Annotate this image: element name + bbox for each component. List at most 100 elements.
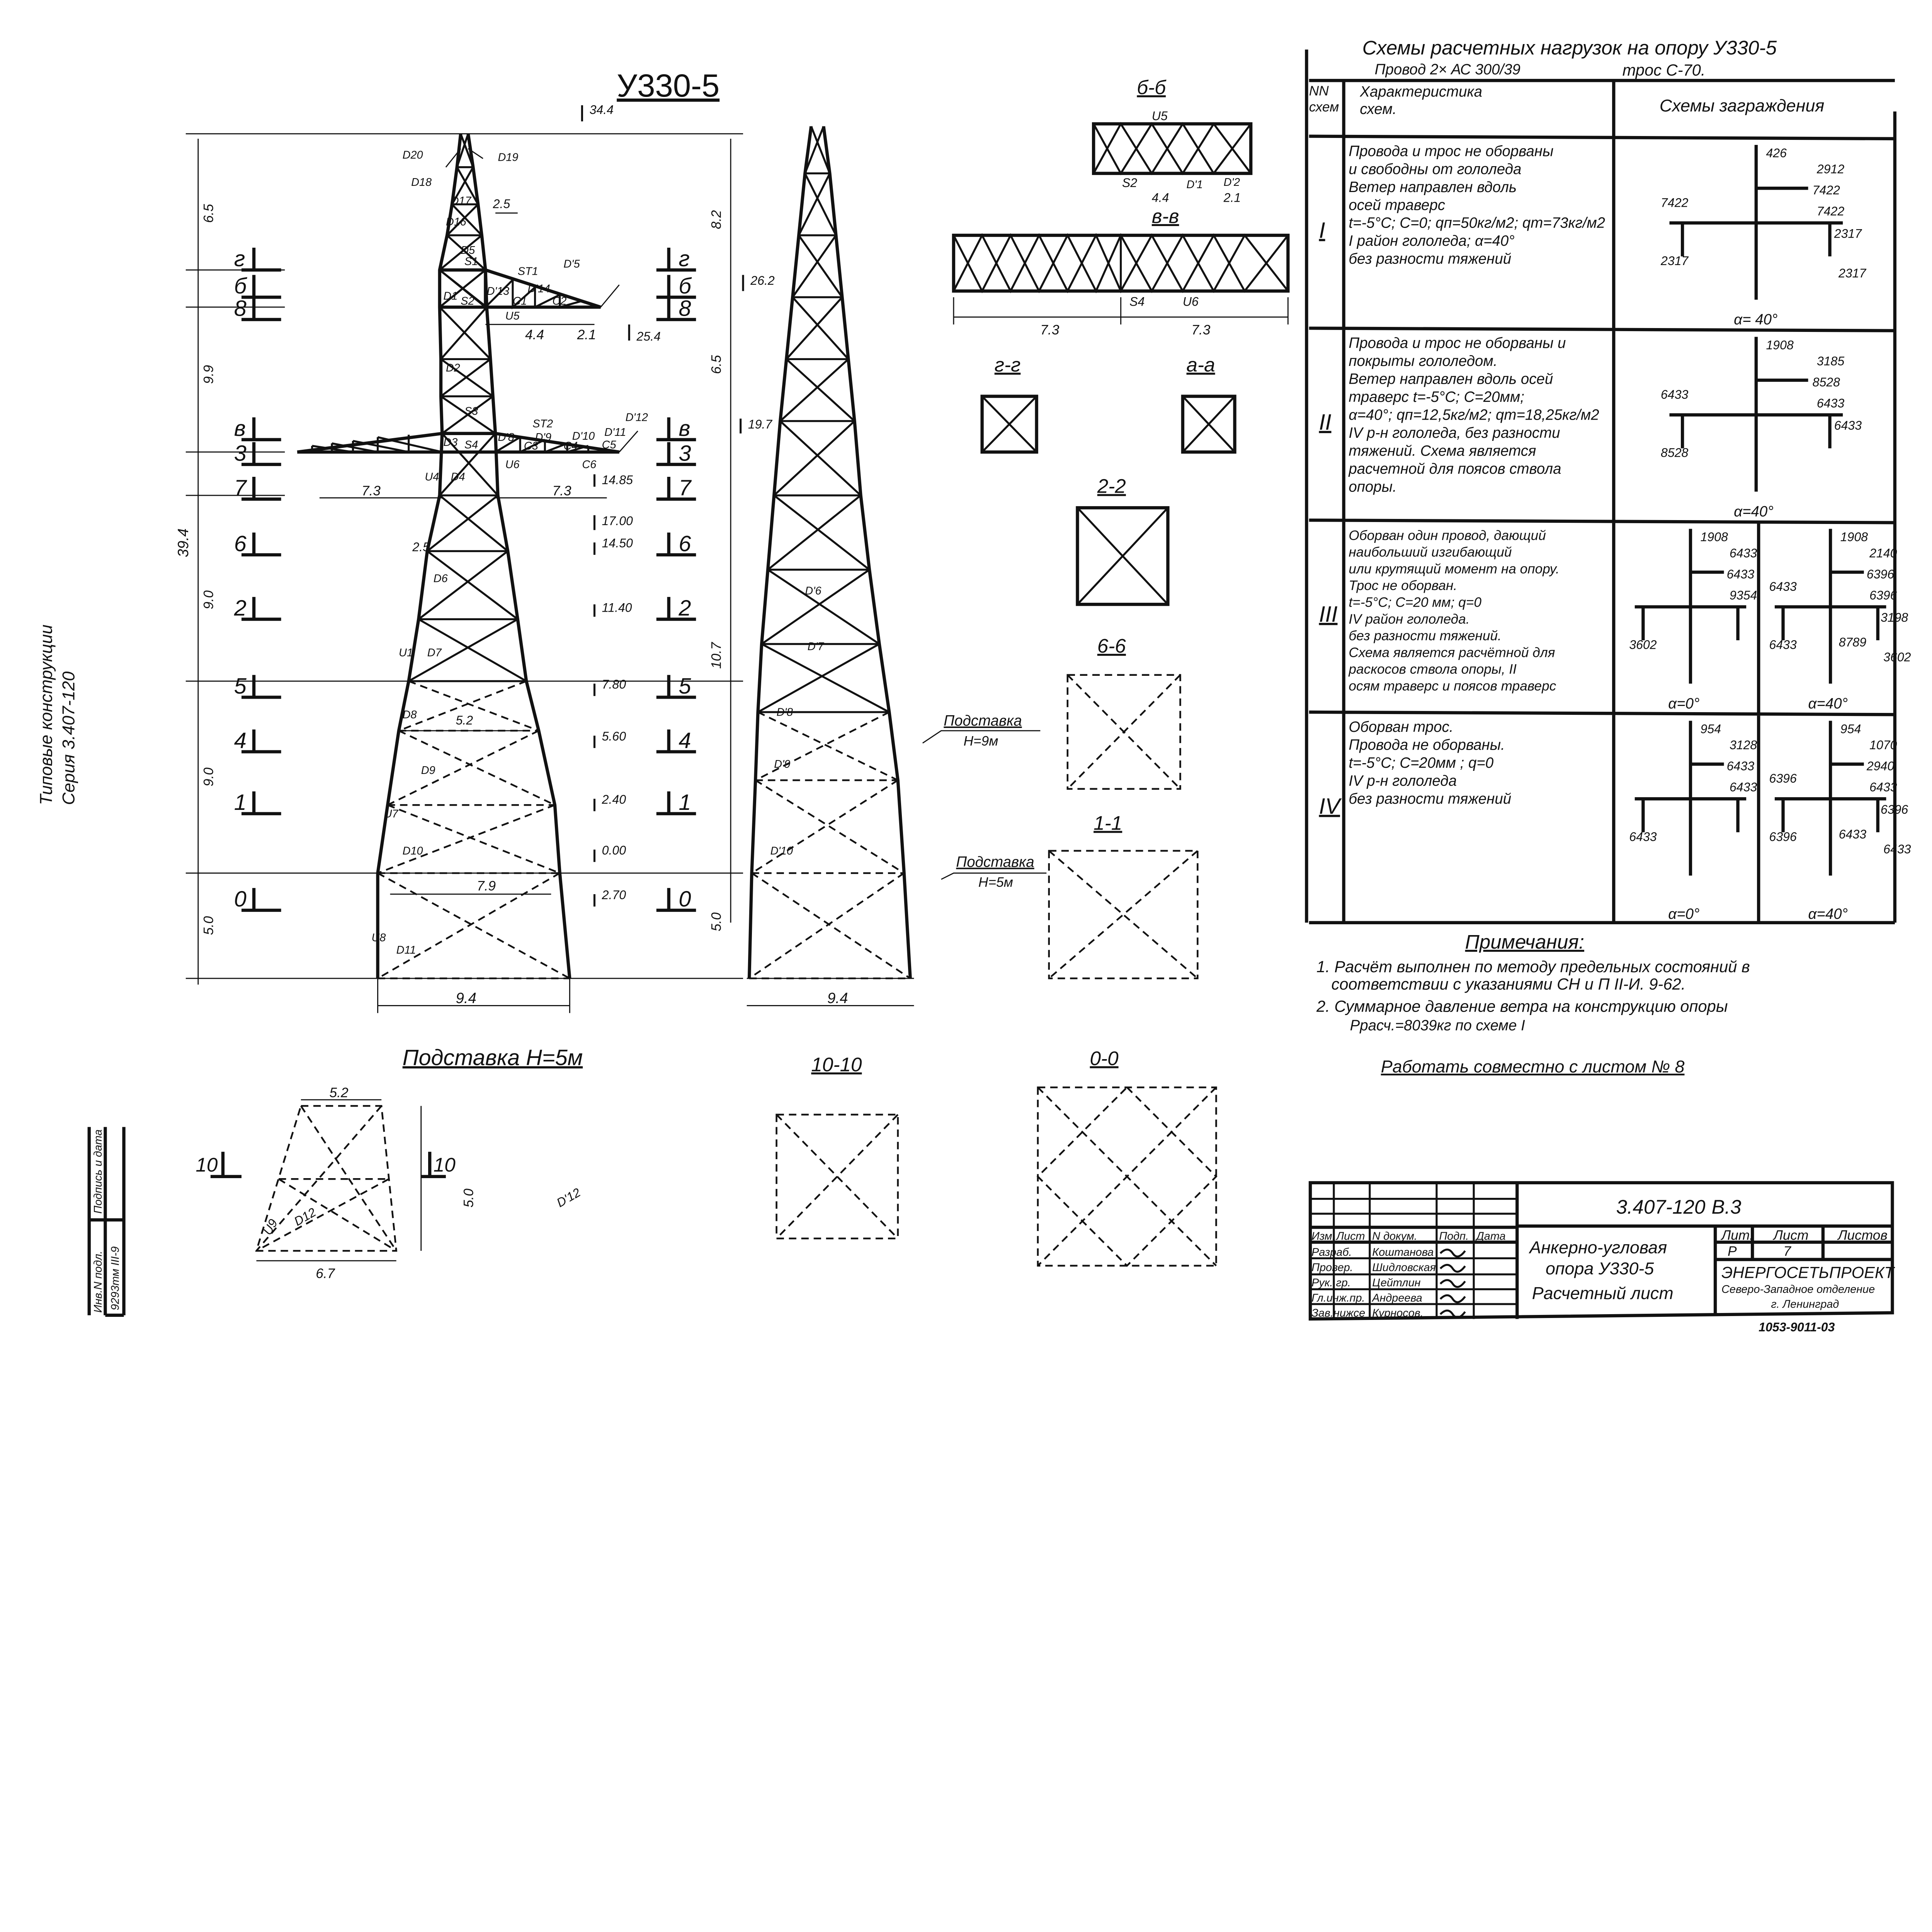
load-value: 2140 [1869, 546, 1897, 560]
member-label: U1 [399, 647, 413, 659]
member-label: D'7 [808, 641, 824, 653]
tower-bracing [792, 235, 843, 298]
label: 2-2 [1097, 475, 1126, 497]
angle-label: α=40° [1808, 906, 1848, 922]
load-value: 6433 [1834, 418, 1862, 432]
section-mark-arrow [656, 476, 696, 501]
title-block-header: Изм. [1311, 1230, 1335, 1242]
tower-bracing [446, 204, 483, 236]
podstavka-9-height: Н=9м [964, 733, 998, 748]
note-item: соответствии с указаниями СН и П II-И. 9… [1331, 975, 1685, 993]
scheme-text: тяжений. Схема является [1349, 442, 1536, 459]
scheme-text: IV район гололеда. [1349, 612, 1469, 627]
tower-bracing [440, 395, 496, 434]
title-block-role: Разраб. [1311, 1246, 1352, 1259]
section-mark-label: 3 [234, 441, 247, 466]
load-value: 426 [1766, 146, 1787, 160]
header-schemes: Схемы заграждения [1660, 95, 1825, 115]
label: 9.0 [201, 767, 216, 786]
section-mark-arrow [656, 729, 696, 753]
tower-bracing [451, 167, 479, 205]
member-label: D9 [421, 764, 435, 777]
title-block-role: Зав.нижсе [1311, 1307, 1365, 1320]
tower-side-lattice [747, 126, 912, 980]
load-value: 6433 [1727, 759, 1754, 773]
member-label: U6 [505, 459, 520, 471]
member-label: U8 [372, 932, 386, 944]
load-value: 1908 [1701, 530, 1728, 544]
member-label: D16 [446, 216, 467, 228]
crossarm-leader [445, 148, 638, 452]
load-value: 7422 [1813, 183, 1840, 197]
member-label: D6 [434, 572, 448, 585]
angle-label: α=40° [1808, 695, 1848, 712]
drawing-line [1077, 507, 1169, 605]
load-value: 2317 [1838, 266, 1866, 280]
angle-label: α=0° [1668, 906, 1699, 922]
section-mark-label: 7 [679, 476, 692, 500]
section-mark-label: 4 [679, 728, 691, 753]
drawing-line [980, 395, 1038, 454]
horizontal-dimension-labels: 7.3 7.3 4.4 2.1 2.5 2.5 5.2 7.9 9.4 [362, 197, 596, 1007]
label: 2.5 [493, 197, 510, 211]
scheme-text: IV р-н гололеда, без разности [1349, 425, 1560, 441]
section-mark-arrow [656, 532, 696, 557]
scheme-text: Трос не оборван. [1349, 578, 1457, 593]
tower-bracing [418, 550, 519, 620]
drawing-line [776, 1114, 899, 1240]
tower-bracing [398, 680, 539, 732]
stamp-label: Инв.N подл. [92, 1251, 104, 1313]
work-with-note: Работать совместно с листом № 8 [1381, 1057, 1685, 1077]
member-label: D'8 [498, 431, 514, 444]
load-scheme-lines [1634, 529, 1747, 684]
drawing-line: Характеристика схем. [1360, 84, 1482, 117]
section-mark-label: б [679, 274, 692, 299]
drawing-line [1305, 49, 1896, 924]
angle-label: α=40° [1734, 503, 1774, 520]
scheme-text: Оборван трос. [1349, 719, 1453, 735]
section-mark-label: 5 [234, 674, 247, 699]
member-label: D5 [461, 244, 475, 257]
tower-bracing [387, 730, 555, 806]
member-label: D17 [451, 195, 472, 207]
section-mark-arrow [241, 275, 281, 299]
cable-spec: трос С-70. [1622, 61, 1706, 79]
load-value: 2912 [1816, 162, 1844, 176]
member-label: S2 [461, 295, 474, 307]
member-label: D8 [403, 709, 417, 721]
drawing-name-line: опора У330-5 [1546, 1259, 1654, 1278]
section-mark-label: 0 [234, 887, 247, 912]
load-value: 7422 [1661, 196, 1688, 209]
member-label: D'11 [604, 426, 626, 439]
load-value: 7422 [1817, 204, 1844, 218]
upper-crossarm [439, 268, 601, 309]
load-value: 3602 [1629, 638, 1656, 651]
member-label: S1 [464, 255, 478, 268]
section-mark-label: в [679, 416, 690, 441]
drawing-sheet: У330-5 6.5 9.9 9.0 9.0 5.0 39.4 8.2 6.5 … [36, 37, 1911, 1334]
lit-header: Лит. [1721, 1228, 1753, 1243]
section-mark-label: 1 [679, 790, 691, 815]
member-label: D18 [411, 176, 432, 189]
side-tower: 9.4 Подставка Н=9м Подставка Н=5м [747, 126, 1047, 1007]
tower-bracing [804, 126, 831, 174]
signature [1439, 1248, 1466, 1258]
scheme-text: осям траверс и поясов траверс [1349, 679, 1556, 694]
tower-bracing [798, 173, 837, 236]
section-mark-arrow [241, 417, 281, 441]
section-mark-arrow [241, 532, 281, 557]
label: 17.00 [602, 514, 633, 528]
label: 6-6 [1097, 635, 1126, 657]
load-value: 6396 [1867, 567, 1894, 581]
drawing-line [1067, 674, 1181, 790]
elevation-marks: 34.4 26.2 25.4 19.7 14.85 17.00 14.50 11… [581, 103, 775, 907]
label: 9.0 [201, 590, 216, 609]
member-label: D3 [443, 436, 457, 449]
sheet-code: В.3 [1711, 1196, 1741, 1218]
member-label: D11 [396, 944, 416, 956]
label: 7.3 [362, 483, 381, 498]
load-value: 6433 [1769, 580, 1797, 594]
tower-leg-right [466, 133, 571, 979]
